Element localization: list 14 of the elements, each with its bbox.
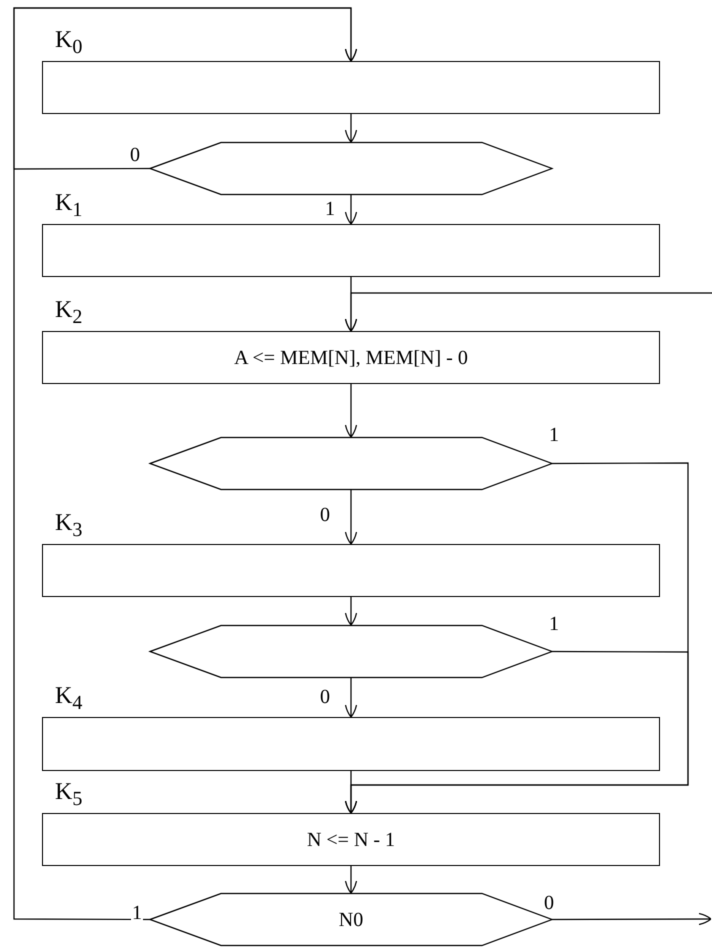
node-text: N0 — [338, 908, 364, 930]
decision-hexagon — [150, 437, 552, 490]
decision-hexagon — [150, 625, 552, 678]
edge-label: 1 — [131, 903, 143, 923]
block-label: K$_{2}$ — [55, 298, 82, 322]
decision-hexagon — [150, 893, 552, 946]
decision-hexagon — [150, 142, 552, 195]
block-label: K$_{4}$ — [55, 684, 82, 708]
block-label: K$_{1}$ — [55, 191, 82, 215]
node-text: N <= N - 1 — [306, 828, 396, 850]
block-label: K$_{0}$ — [55, 28, 82, 52]
block-label: K$_{3}$ — [55, 511, 82, 535]
block-label: K$_{5}$ — [55, 780, 82, 804]
node-text: A <= MEM[N], MEM[N] - 0 — [234, 346, 468, 368]
